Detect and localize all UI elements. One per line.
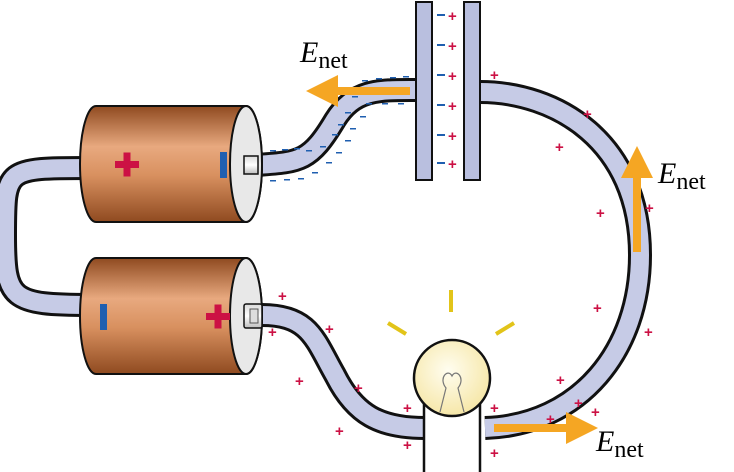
svg-text:+: +	[591, 404, 600, 421]
svg-text:+: +	[490, 400, 499, 417]
enet-label-bottom: Enet	[595, 425, 644, 463]
enet-label-top-main: E	[299, 36, 318, 69]
plate-charges: + + + + + +	[437, 8, 457, 173]
svg-text:+: +	[645, 200, 654, 217]
battery-top	[79, 105, 263, 223]
battery-top-negative-icon	[220, 152, 227, 178]
capacitor: + + + + + +	[415, 1, 481, 181]
svg-text:+: +	[278, 288, 287, 305]
svg-text:+: +	[448, 8, 457, 25]
battery-top-positive-icon	[115, 152, 139, 177]
svg-text:+: +	[295, 373, 304, 390]
svg-text:+: +	[354, 380, 363, 397]
svg-text:+: +	[583, 106, 592, 123]
svg-text:+: +	[403, 400, 412, 417]
svg-text:+: +	[546, 411, 555, 428]
battery-bottom	[79, 257, 263, 375]
svg-text:+: +	[644, 324, 653, 341]
svg-text:+: +	[268, 324, 277, 341]
enet-label-right-main: E	[657, 157, 676, 190]
light-bulb-icon	[386, 290, 516, 472]
svg-text:+: +	[556, 372, 565, 389]
svg-text:+: +	[448, 38, 457, 55]
enet-label-top-sub: net	[318, 48, 348, 74]
enet-label-right: Enet	[657, 157, 706, 195]
svg-text:+: +	[335, 423, 344, 440]
enet-label-right-sub: net	[676, 169, 706, 195]
positive-surface-charges: + + + + + + + + + + + + + + + + + + + + …	[268, 67, 654, 462]
enet-label-top: Enet	[299, 36, 348, 74]
svg-text:+: +	[448, 98, 457, 115]
battery-bottom-positive-icon	[206, 304, 230, 329]
svg-text:+: +	[574, 395, 583, 412]
svg-text:+: +	[555, 139, 564, 156]
negative-surface-charges	[270, 76, 409, 182]
capacitor-right-plate	[463, 1, 481, 181]
enet-label-bottom-main: E	[595, 425, 614, 458]
svg-text:+: +	[448, 156, 457, 173]
svg-text:+: +	[596, 205, 605, 222]
svg-text:+: +	[593, 300, 602, 317]
svg-text:+: +	[490, 445, 499, 462]
battery-bottom-negative-icon	[100, 304, 107, 330]
enet-label-bottom-sub: net	[614, 437, 644, 463]
capacitor-left-plate	[415, 1, 433, 181]
svg-text:+: +	[448, 128, 457, 145]
svg-text:+: +	[448, 68, 457, 85]
svg-text:+: +	[325, 321, 334, 338]
wires	[0, 77, 653, 440]
svg-text:+: +	[403, 437, 412, 454]
enet-arrows	[306, 75, 653, 444]
svg-text:+: +	[490, 67, 499, 84]
